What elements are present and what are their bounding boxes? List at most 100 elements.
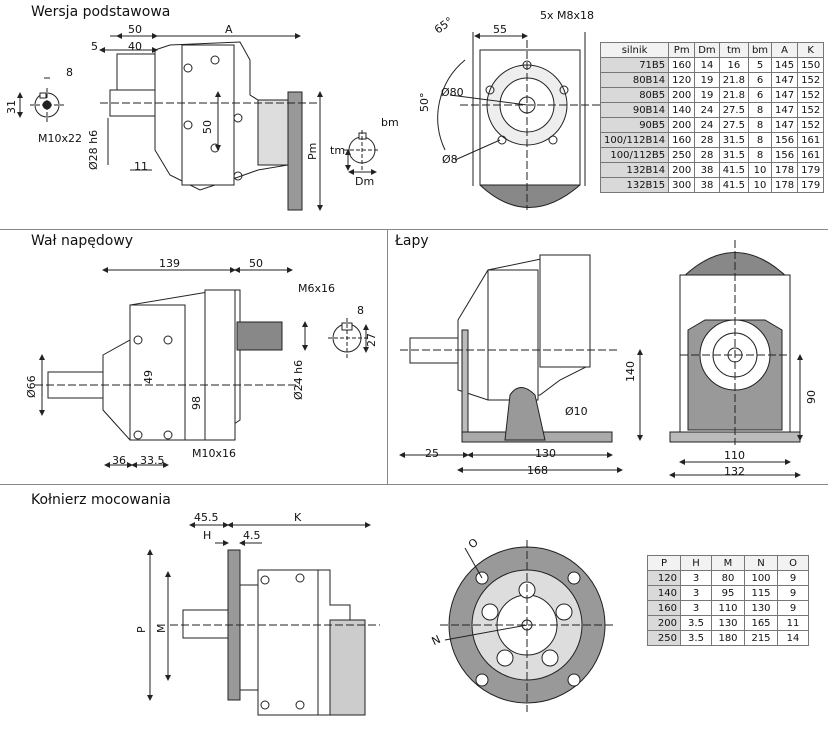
table-cell: 147 (771, 102, 799, 118)
header-tm: tm (718, 42, 749, 58)
dim-drive-thread: M6x16 (298, 282, 335, 295)
section-title-base: Wersja podstawowa (31, 4, 171, 20)
dim-base-angle50: 50° (418, 92, 431, 113)
table-cell: 140 (668, 102, 696, 118)
dim-drive-33-5: 33.5 (140, 454, 165, 467)
dim-base-tm: tm (330, 144, 346, 157)
table-cell: 3 (680, 570, 712, 586)
dim-flange-P: P (135, 626, 148, 633)
table-cell: 165 (744, 615, 778, 631)
header-m: M (711, 555, 745, 571)
table-cell: 80B5 (599, 87, 670, 103)
table-cell: 41.5 (718, 177, 749, 193)
table-cell: 132B15 (599, 177, 670, 193)
dim-flange-45-5: 45.5 (194, 511, 219, 524)
table-cell: 200 (647, 615, 681, 631)
table-cell: 9 (777, 570, 809, 586)
dim-drive-27: 27 (365, 333, 378, 347)
header-a: A (771, 42, 799, 58)
table-cell: 178 (771, 162, 799, 178)
table-cell: 8 (747, 117, 773, 133)
table-cell: 31.5 (718, 147, 749, 163)
table-cell: 28 (694, 147, 720, 163)
dim-feet-168: 168 (527, 464, 548, 477)
table-cell: 120 (668, 72, 696, 88)
drive-shaft-view (35, 267, 369, 468)
table-cell: 16 (718, 57, 749, 73)
table-cell: 8 (747, 132, 773, 148)
dim-feet-110: 110 (724, 449, 745, 462)
table-cell: 161 (797, 132, 825, 148)
table-cell: 200 (668, 117, 696, 133)
flange-front-view (440, 540, 615, 712)
table-cell: 150 (797, 57, 825, 73)
table-cell: 215 (744, 630, 778, 646)
dim-feet-130: 130 (535, 447, 556, 460)
dim-base-11: 11 (134, 160, 148, 173)
dim-feet-25: 25 (425, 447, 439, 460)
dim-base-55: 55 (493, 23, 507, 36)
feet-side-view (399, 254, 643, 473)
table-cell: 80 (711, 570, 745, 586)
table-cell: 71B5 (599, 57, 670, 73)
table-cell: 5 (747, 57, 773, 73)
table-cell: 10 (747, 177, 773, 193)
table-cell: 152 (797, 117, 825, 133)
table-cell: 130 (744, 600, 778, 616)
dim-feet-132: 132 (724, 465, 745, 478)
section-title-feet: Łapy (395, 233, 429, 249)
table-cell: 115 (744, 585, 778, 601)
table-cell: 152 (797, 102, 825, 118)
dim-base-phi8: Ø8 (442, 153, 458, 166)
table-cell: 28 (694, 132, 720, 148)
feet-front-view (669, 240, 803, 478)
dim-drive-98: 98 (190, 396, 203, 410)
table-cell: 90B14 (599, 102, 670, 118)
dim-base-8: 8 (66, 66, 73, 79)
header-silnik: silnik (599, 42, 670, 58)
table-cell: 11 (777, 615, 809, 631)
dim-drive-139: 139 (159, 257, 180, 270)
table-cell: 156 (771, 147, 799, 163)
flange-side-view (147, 522, 380, 716)
table-cell: 21.8 (718, 72, 749, 88)
table-cell: 14 (694, 57, 720, 73)
table-cell: 3 (680, 600, 712, 616)
table-cell: 6 (747, 87, 773, 103)
header-k: K (797, 42, 825, 58)
table-cell: 160 (668, 57, 696, 73)
dim-base-bm: bm (381, 116, 399, 129)
table-cell: 24 (694, 117, 720, 133)
table-cell: 38 (694, 177, 720, 193)
table-cell: 152 (797, 87, 825, 103)
motor-shaft-section (344, 130, 380, 175)
table-cell: 110 (711, 600, 745, 616)
table-cell: 250 (668, 147, 696, 163)
dim-drive-phi66: Ø66 (25, 375, 38, 398)
dim-drive-thread2: M10x16 (192, 447, 236, 460)
table-cell: 3.5 (680, 630, 712, 646)
table-cell: 132B14 (599, 162, 670, 178)
table-cell: 3 (680, 585, 712, 601)
dim-feet-phi10: Ø10 (565, 405, 588, 418)
table-cell: 31.5 (718, 132, 749, 148)
header-n: N (744, 555, 778, 571)
dim-drive-8: 8 (357, 304, 364, 317)
table-cell: 19 (694, 72, 720, 88)
dim-drive-49: 49 (142, 370, 155, 384)
table-cell: 19 (694, 87, 720, 103)
header-bm: bm (747, 42, 773, 58)
table-cell: 147 (771, 87, 799, 103)
table-cell: 179 (797, 162, 825, 178)
section-title-flange: Kołnierz mocowania (31, 492, 171, 508)
dim-base-dm: Dm (355, 175, 375, 188)
